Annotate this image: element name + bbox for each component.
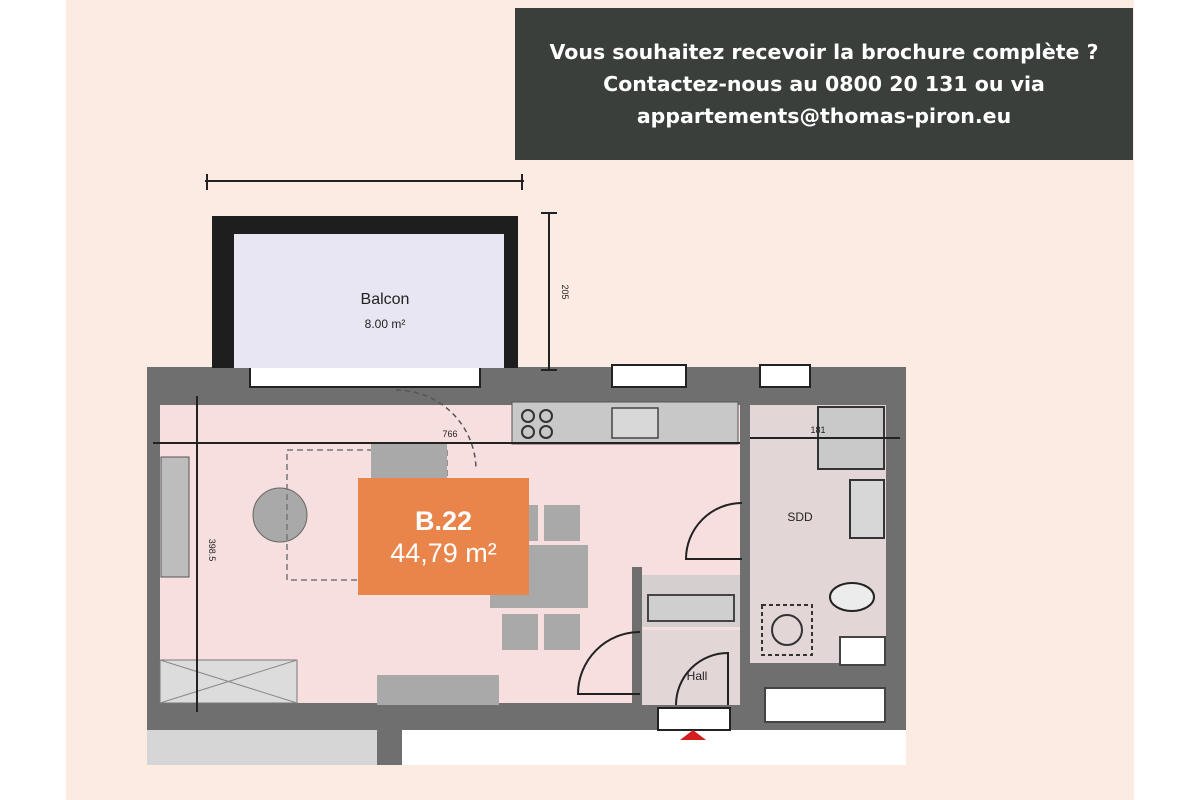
stove-burner [521,409,535,423]
bathroom-width-label: 181 [810,425,825,435]
lower-right-room [764,687,886,723]
banner-line-brochure: Vous souhaitez recevoir la brochure comp… [549,40,1099,64]
bathroom-window [759,364,811,388]
hall-floor [640,630,740,705]
sideboard [377,675,499,705]
dining-chair [544,505,580,541]
hall-label: Hall [687,669,708,683]
balcony-floor [234,234,504,368]
balcony-depth-label: 205 [560,284,570,299]
unit-badge: B.22 44,79 m² [358,478,529,595]
toilet [829,582,875,612]
armchair [371,443,447,478]
living-width-label: 766 [442,429,457,439]
storage-shelf [647,594,735,622]
kitchen-sink [611,407,659,439]
banner-line-phone: Contactez-nous au 0800 20 131 ou via [603,72,1045,96]
interior-wall [886,405,906,705]
unit-area: 44,79 m² [390,537,497,568]
living-depth-label: 398.5 [207,539,217,562]
balcony-label: Balcon [361,291,410,308]
dimension-lines [153,174,900,712]
washing-machine [761,604,813,656]
bed-cross [159,659,298,704]
radiator [839,636,886,666]
entrance-marker-icon [680,730,706,740]
dining-chair [544,614,580,650]
washbasin [849,479,885,539]
hall-door-swing [675,651,729,706]
round-table [252,487,308,543]
interior-wall [740,405,750,705]
balcony-window [249,364,481,388]
tv-unit [160,456,190,578]
unit-code: B.22 [414,505,473,536]
bathroom-door-swing [684,502,743,560]
banner-line-email[interactable]: appartements@thomas-piron.eu [636,104,1012,128]
washing-machine-drum [771,614,803,646]
interior-wall [632,567,642,705]
stove-burner [539,425,553,439]
kitchen-window [611,364,687,388]
entry-door-swing [576,631,641,695]
bathroom-label: SDD [787,510,813,524]
lower-corridor [402,730,906,765]
stove-burner [521,425,535,439]
lower-left-strip [147,730,377,765]
balcony-area-label: 8.00 m² [365,317,406,331]
entrance-threshold [657,707,731,731]
stove-burner [539,409,553,423]
dining-chair [502,614,538,650]
contact-banner: Vous souhaitez recevoir la brochure comp… [515,8,1133,160]
balcony-door-swing [395,389,477,471]
